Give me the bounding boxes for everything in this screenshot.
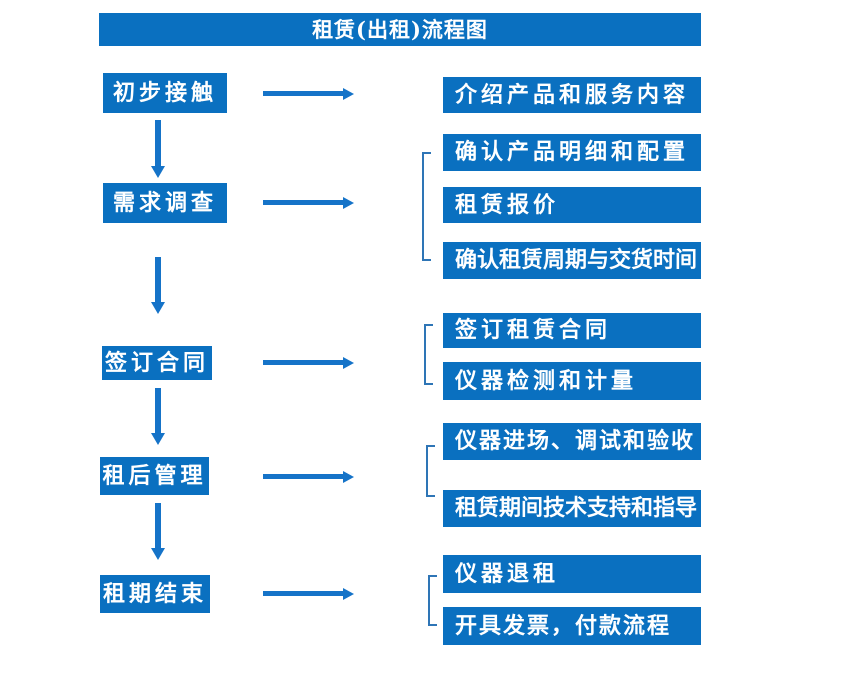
down-arrow-1 (155, 120, 161, 166)
down-arrow-3 (155, 388, 161, 433)
title-bar: 租赁(出租)流程图 (99, 13, 701, 46)
down-arrow-4 (155, 503, 161, 548)
step-box-initial-contact: 初步接触 (103, 73, 227, 113)
down-arrow-2 (155, 257, 161, 302)
detail-box-confirm-product-details: 确认产品明细和配置 (443, 134, 701, 171)
detail-box-tech-support: 租赁期间技术支持和指导 (443, 490, 701, 527)
right-arrow-4 (263, 474, 343, 479)
detail-box-instrument-return: 仪器退租 (443, 555, 701, 593)
detail-box-sign-rental-contract: 签订租赁合同 (443, 313, 701, 348)
step-box-post-rental-management: 租后管理 (100, 457, 209, 495)
step-box-demand-survey: 需求调查 (103, 183, 227, 223)
group-bracket-sign-contract (424, 324, 433, 385)
group-bracket-demand-survey (422, 152, 431, 261)
detail-box-instrument-setup-acceptance: 仪器进场、调试和验收 (443, 423, 701, 460)
right-arrow-5 (263, 591, 343, 596)
detail-box-instrument-inspection: 仪器检测和计量 (443, 362, 701, 400)
detail-box-rental-quote: 租赁报价 (443, 187, 701, 223)
right-arrow-2 (263, 200, 343, 205)
step-box-rental-end: 租期结束 (100, 575, 210, 613)
detail-box-introduce-products: 介绍产品和服务内容 (443, 77, 701, 113)
group-bracket-rental-end (428, 575, 437, 626)
page-title: 租赁(出租)流程图 (312, 17, 488, 42)
group-bracket-post-rental (426, 445, 435, 497)
right-arrow-3 (263, 360, 343, 365)
detail-box-confirm-period-delivery: 确认租赁周期与交货时间 (443, 242, 701, 279)
step-box-sign-contract: 签订合同 (102, 346, 212, 380)
right-arrow-1 (263, 91, 343, 96)
detail-box-invoice-payment: 开具发票，付款流程 (443, 607, 701, 645)
